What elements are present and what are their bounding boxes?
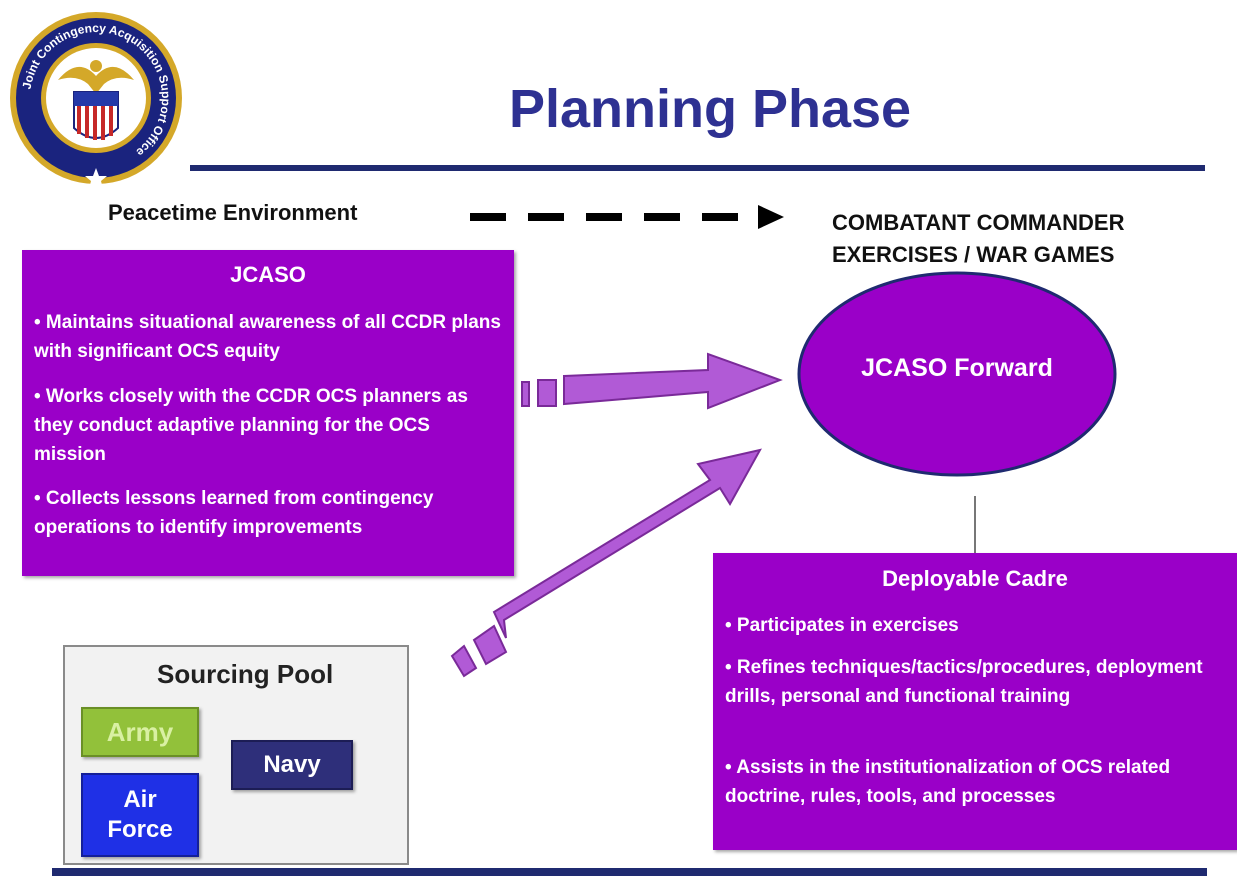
air-force-label: Air Force [107,786,173,843]
jcaso-box: JCASO • Maintains situational awareness … [22,250,514,576]
combatant-commander-line2: EXERCISES / WAR GAMES [832,242,1115,267]
cadre-bullet: • Assists in the institutionalization of… [725,757,1171,807]
forward-to-cadre-connector [974,496,976,554]
sourcing-pool-box: Sourcing Pool Army Navy Air Force [63,645,409,865]
title-underline [190,165,1205,171]
army-box: Army [81,707,199,757]
air-force-box: Air Force [81,773,199,857]
cadre-title: Deployable Cadre [882,566,1068,591]
jcaso-bullet: • Works closely with the CCDR OCS planne… [34,386,468,465]
jcaso-seal-logo: Joint Contingency Acquisition Support Of… [10,12,182,188]
jcaso-to-forward-arrow [521,352,783,410]
pool-to-forward-arrow [450,448,762,678]
bottom-rule [52,868,1207,876]
eagle-icon [58,66,134,94]
jcaso-forward-ellipse [797,271,1117,477]
dashed-timeline-arrow [470,205,784,229]
star-icon [85,168,107,188]
flow-arrows [450,352,783,678]
cadre-bullet: • Participates in exercises [725,615,959,636]
jcaso-bullet: • Maintains situational awareness of all… [34,312,501,362]
slide-title: Planning Phase [508,79,912,139]
combatant-commander-label: COMBATANT COMMANDER EXERCISES / WAR GAME… [832,207,1212,271]
deployable-cadre-box: Deployable Cadre • Participates in exerc… [713,553,1237,850]
jcaso-title: JCASO [230,262,306,287]
peacetime-label: Peacetime Environment [108,200,358,225]
navy-box: Navy [231,740,353,790]
jcaso-bullet: • Collects lessons learned from continge… [34,488,434,538]
cadre-bullet: • Refines techniques/tactics/procedures,… [725,657,1203,707]
jcaso-forward-label: JCASO Forward [861,354,1053,382]
combatant-commander-line1: COMBATANT COMMANDER [832,210,1125,235]
sourcing-pool-title: Sourcing Pool [157,659,334,689]
